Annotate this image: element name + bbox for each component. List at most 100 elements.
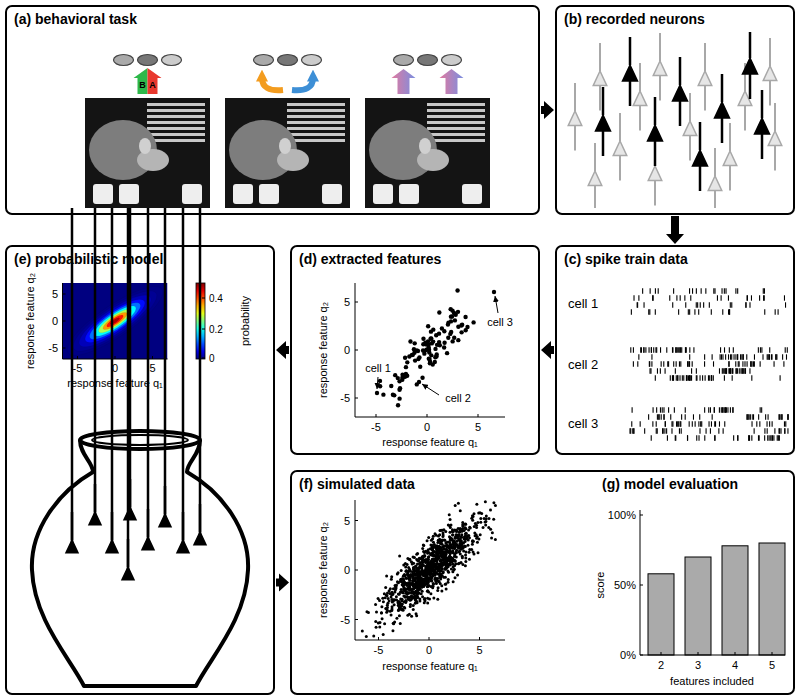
spike-raster: [655, 347, 656, 352]
simulated-points: [475, 537, 478, 540]
spike-raster: [769, 354, 770, 359]
simulated-points: [452, 565, 455, 568]
plot-axes: [115, 356, 116, 359]
simulated-points: [465, 550, 468, 553]
spike-raster: [660, 368, 661, 373]
spike-raster: [711, 375, 712, 380]
spike-raster: [709, 302, 710, 307]
spike-raster: [676, 295, 677, 300]
spike-raster: [787, 347, 788, 352]
spike-raster: [767, 354, 768, 359]
simulated-points: [399, 602, 402, 605]
flow-arrow: [541, 101, 554, 119]
spike-raster: [754, 354, 755, 359]
spike-raster: [780, 375, 781, 380]
spike-raster: [720, 347, 721, 352]
spike-raster: [768, 354, 769, 359]
spike-raster: [657, 428, 658, 433]
simulated-points: [451, 551, 454, 554]
colorbar-tick: 0.4: [209, 293, 223, 304]
simulated-points: [399, 622, 402, 625]
scatter-points: [433, 347, 437, 351]
spike-raster: [779, 428, 780, 433]
simulated-points: [484, 523, 487, 526]
spike-raster: [769, 421, 770, 426]
recorded-neurons: [659, 33, 661, 61]
spike-raster: [656, 407, 657, 412]
scatter-points: [449, 330, 453, 334]
simulated-points: [435, 551, 438, 554]
port-ovals: [278, 55, 298, 66]
spike-raster: [659, 414, 660, 419]
plot-axes: [640, 510, 785, 655]
spike-raster: [764, 428, 765, 433]
score-bars: [648, 543, 785, 655]
mouse-photo: [85, 98, 210, 208]
spike-raster: [684, 295, 685, 300]
simulated-points: [450, 560, 453, 563]
mouse-photo: [322, 184, 342, 204]
scatter-points: [442, 345, 446, 349]
simulated-points: [445, 558, 448, 561]
spike-raster: [704, 407, 705, 412]
simulated-points: [451, 550, 454, 553]
spike-raster: [721, 354, 722, 359]
simulated-points: [464, 557, 467, 560]
simulated-points: [432, 583, 435, 586]
spike-raster: [770, 435, 771, 440]
cell-callout: cell 1: [365, 362, 391, 374]
scatter-points: [408, 339, 412, 343]
spike-raster: [730, 407, 731, 412]
simulated-points: [398, 555, 401, 558]
simulated-points: [431, 554, 434, 557]
simulated-points: [405, 569, 408, 572]
spike-raster: [732, 407, 733, 412]
spike-raster: [670, 375, 671, 380]
spike-raster: [739, 361, 740, 366]
spike-raster: [714, 288, 715, 293]
spike-raster: [771, 435, 772, 440]
recorded-neurons: [588, 171, 602, 185]
simulated-points: [381, 617, 384, 620]
simulated-points: [430, 539, 433, 542]
spike-raster: [648, 414, 649, 419]
spike-raster: [724, 375, 725, 380]
recorded-neurons: [599, 85, 601, 110]
simulated-points: [424, 574, 427, 577]
spike-raster: [714, 421, 715, 426]
simulated-points: [408, 575, 411, 578]
scatter-points: [403, 356, 407, 360]
simulated-points: [439, 572, 442, 575]
mouse-photo: [139, 138, 151, 154]
callout-leader: [495, 296, 498, 313]
plot-axes: [63, 348, 66, 349]
spike-raster: [765, 414, 766, 419]
spike-raster: [704, 435, 705, 440]
simulated-points: [421, 547, 424, 550]
gaussian-heatmap: [107, 315, 123, 327]
simulated-points: [455, 529, 458, 532]
spike-raster: [769, 354, 770, 359]
recorded-neurons: [755, 118, 770, 134]
scatter-points: [426, 324, 430, 328]
spike-raster: [703, 302, 704, 307]
simulated-points: [476, 521, 479, 524]
simulated-points: [439, 542, 442, 545]
axis-label: features included: [670, 675, 754, 687]
simulated-points: [472, 515, 475, 518]
port-ovals: [114, 55, 462, 66]
simulated-points: [410, 560, 413, 563]
simulated-points: [409, 570, 412, 573]
recorded-neurons: [714, 148, 716, 176]
spike-raster: [696, 368, 697, 373]
spike-raster: [714, 407, 715, 412]
simulated-points: [488, 517, 491, 520]
scatter-points: [378, 379, 382, 383]
spike-raster: [633, 347, 634, 352]
spike-raster: [785, 302, 786, 307]
spike-raster: [686, 375, 687, 380]
recorded-neurons: [596, 115, 611, 131]
spike-raster: [732, 368, 733, 373]
simulated-points: [439, 546, 442, 549]
spike-raster: [696, 302, 697, 307]
